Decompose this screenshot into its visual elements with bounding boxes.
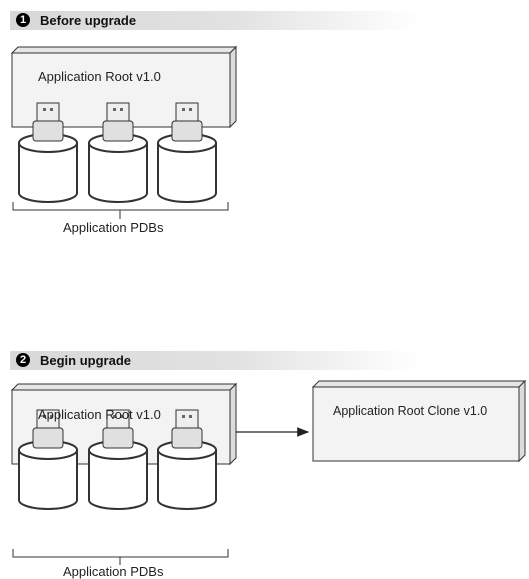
header-band xyxy=(10,351,420,370)
step-1-title: Before upgrade xyxy=(40,13,137,28)
step-2-number: 2 xyxy=(16,353,30,367)
pdbs-label-1: Application PDBs xyxy=(63,220,164,235)
header-band xyxy=(10,11,420,30)
pdbs-bracket xyxy=(12,549,229,565)
step-1-header: 1 Before upgrade xyxy=(10,11,420,30)
app-root-label-2: Application Root v1.0 xyxy=(38,407,161,422)
pdbs-label-2: Application PDBs xyxy=(63,564,164,579)
step-1-number: 1 xyxy=(16,13,30,27)
step-2-title: Begin upgrade xyxy=(40,353,132,368)
app-root-clone-box xyxy=(312,380,526,462)
step-2-header: 2 Begin upgrade xyxy=(10,351,420,370)
clone-label: Application Root Clone v1.0 xyxy=(333,404,488,418)
pdbs-bracket xyxy=(12,202,229,219)
app-root-label-1: Application Root v1.0 xyxy=(38,69,161,84)
